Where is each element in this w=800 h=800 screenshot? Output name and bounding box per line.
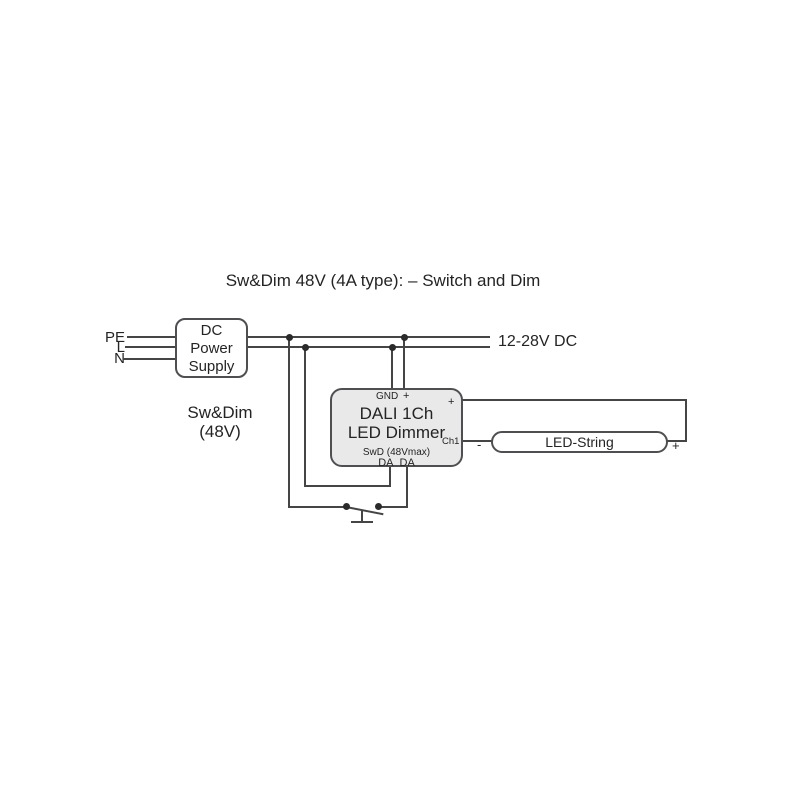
psu-label-line2: Power [190, 340, 233, 357]
dimmer-da-left-label: DA [378, 457, 394, 469]
system-label: Sw&Dim (48V) [160, 403, 280, 441]
wire-switch-feed-drop [288, 337, 290, 508]
wire-da-loop-drop [304, 347, 306, 486]
push-switch-actuator-stem-icon [361, 511, 363, 522]
dimmer-gnd-terminal-label: GND [376, 391, 399, 402]
dimmer-channel-label: Ch1 [442, 436, 460, 447]
wire-n [123, 358, 175, 360]
wire-switch-left [288, 506, 347, 508]
wire-led-plus-return [666, 440, 687, 442]
junction-dot [401, 334, 408, 341]
wire-switch-right [377, 506, 408, 508]
wire-dc-rail-minus [247, 346, 490, 348]
wire-da-loop-horizontal [304, 485, 391, 487]
led-string-label: LED-String [545, 434, 614, 450]
junction-dot [286, 334, 293, 341]
wire-pe [127, 336, 175, 338]
push-switch-actuator-bar-icon [351, 521, 373, 523]
junction-dot [302, 344, 309, 351]
led-string-box: LED-String [491, 431, 668, 453]
junction-dot [389, 344, 396, 351]
dimmer-plus-terminal-label: + [403, 390, 410, 402]
wire-led-plus-top [461, 399, 687, 401]
wire-plus-drop [403, 337, 405, 390]
diagram-title: Sw&Dim 48V (4A type): – Switch and Dim [225, 271, 541, 290]
dimmer-da-right-label: DA [399, 457, 415, 469]
dimmer-da-terminals: DA DA [332, 457, 461, 469]
input-label-l: L [116, 339, 125, 356]
input-label-n: N [114, 350, 125, 367]
dimmer-name-line2: LED Dimmer [347, 423, 446, 442]
wire-l [125, 346, 175, 348]
dali-dimmer-box: GND + + DALI 1Ch LED Dimmer SwD (48Vmax)… [330, 388, 463, 469]
led-minus-label: - [477, 437, 482, 452]
dc-output-label: 12-28V DC [498, 333, 578, 350]
wire-dc-rail-plus [247, 336, 490, 338]
psu-label-line3: Supply [188, 358, 235, 375]
dimmer-name-line1: DALI 1Ch [359, 404, 434, 423]
wire-da-left-drop [389, 464, 391, 487]
dimmer-spec-label: SwD (48Vmax) [362, 447, 431, 458]
wire-gnd-drop [391, 347, 393, 390]
system-label-line2: (48V) [199, 422, 241, 441]
dc-power-supply-box: DC Power Supply [175, 318, 248, 378]
switch-contact-dot [343, 503, 350, 510]
switch-contact-dot [375, 503, 382, 510]
wire-ch1-output [461, 440, 493, 442]
psu-label-line1: DC [200, 322, 223, 339]
wire-da-right-drop [406, 464, 408, 508]
led-plus-label: + [672, 438, 680, 453]
input-label-pe: PE [104, 329, 125, 346]
wire-led-plus-down [685, 399, 687, 442]
dimmer-output-plus-label: + [448, 396, 455, 408]
system-label-line1: Sw&Dim [187, 403, 253, 422]
